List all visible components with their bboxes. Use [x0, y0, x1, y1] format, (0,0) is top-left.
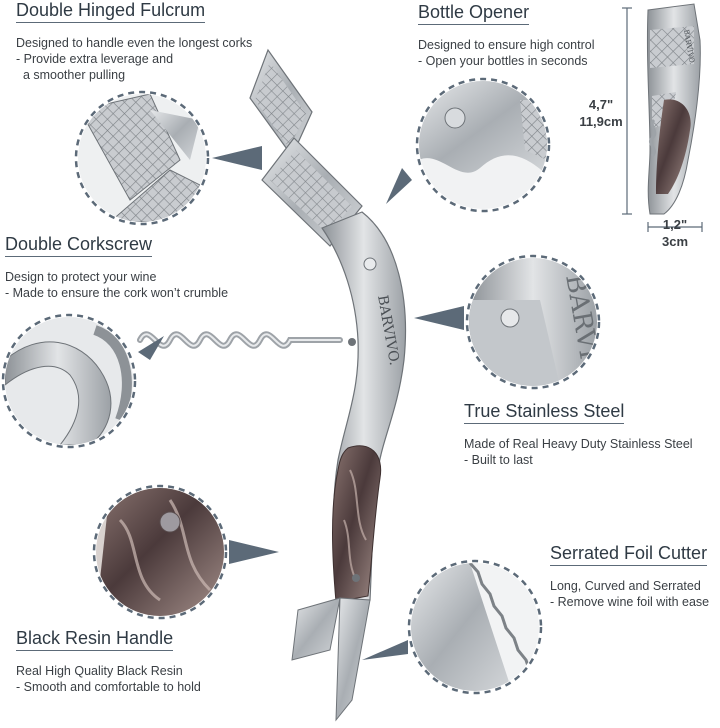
feature-cutter: Serrated Foil Cutter Long, Curved and Se… — [550, 543, 709, 610]
feature-description-line: - Open your bottles in seconds — [418, 54, 588, 68]
feature-title: Bottle Opener — [418, 2, 595, 25]
feature-description-line: - Made to ensure the cork won’t crumble — [5, 286, 229, 300]
feature-description-line: Real High Quality Black Resin — [16, 664, 183, 678]
detail-circle-opener — [386, 77, 551, 213]
feature-title: Serrated Foil Cutter — [550, 543, 709, 566]
feature-steel: True Stainless Steel Made of Real Heavy … — [464, 401, 693, 468]
corkscrew-main-illustration: BARVIVO. — [137, 48, 407, 722]
feature-description-line: Made of Real Heavy Duty Stainless Steel — [464, 437, 693, 451]
feature-corkscrew: Double Corkscrew Design to protect your … — [5, 234, 228, 301]
feature-description-line: Long, Curved and Serrated — [550, 579, 701, 593]
feature-description-line: Designed to handle even the longest cork… — [16, 36, 253, 50]
width-dimension-label: 1,2" 3cm — [661, 217, 689, 249]
feature-title: True Stainless Steel — [464, 401, 693, 424]
detail-circle-corkscrew — [1, 313, 164, 449]
feature-description-line: - Built to last — [464, 453, 533, 467]
feature-opener: Bottle Opener Designed to ensure high co… — [418, 2, 595, 69]
feature-description-line: - Smooth and comfortable to hold — [16, 680, 201, 694]
detail-circle-handle — [92, 484, 279, 620]
feature-description-line: a smoother pulling — [16, 68, 126, 82]
pointer-arrow — [212, 146, 262, 170]
feature-title: Black Resin Handle — [16, 628, 201, 651]
feature-fulcrum: Double Hinged Fulcrum Designed to handle… — [16, 0, 252, 83]
feature-title: Double Corkscrew — [5, 234, 228, 257]
feature-handle: Black Resin Handle Real High Quality Bla… — [16, 628, 201, 695]
detail-circle-cutter — [362, 559, 543, 695]
thumbnail-illustration: BARVIVO. — [622, 3, 703, 232]
feature-description-line: - Provide extra leverage and — [16, 52, 174, 66]
feature-description-line: - Remove wine foil with ease — [550, 595, 710, 609]
detail-circle-steel: BARVIVO. — [414, 254, 601, 390]
feature-description-line: Design to protect your wine — [5, 270, 157, 284]
feature-title: Double Hinged Fulcrum — [16, 0, 252, 23]
detail-circle-fulcrum — [74, 90, 262, 226]
feature-description-line: Designed to ensure high control — [418, 38, 595, 52]
height-dimension-label: 4,7" 11,9cm — [579, 97, 623, 129]
